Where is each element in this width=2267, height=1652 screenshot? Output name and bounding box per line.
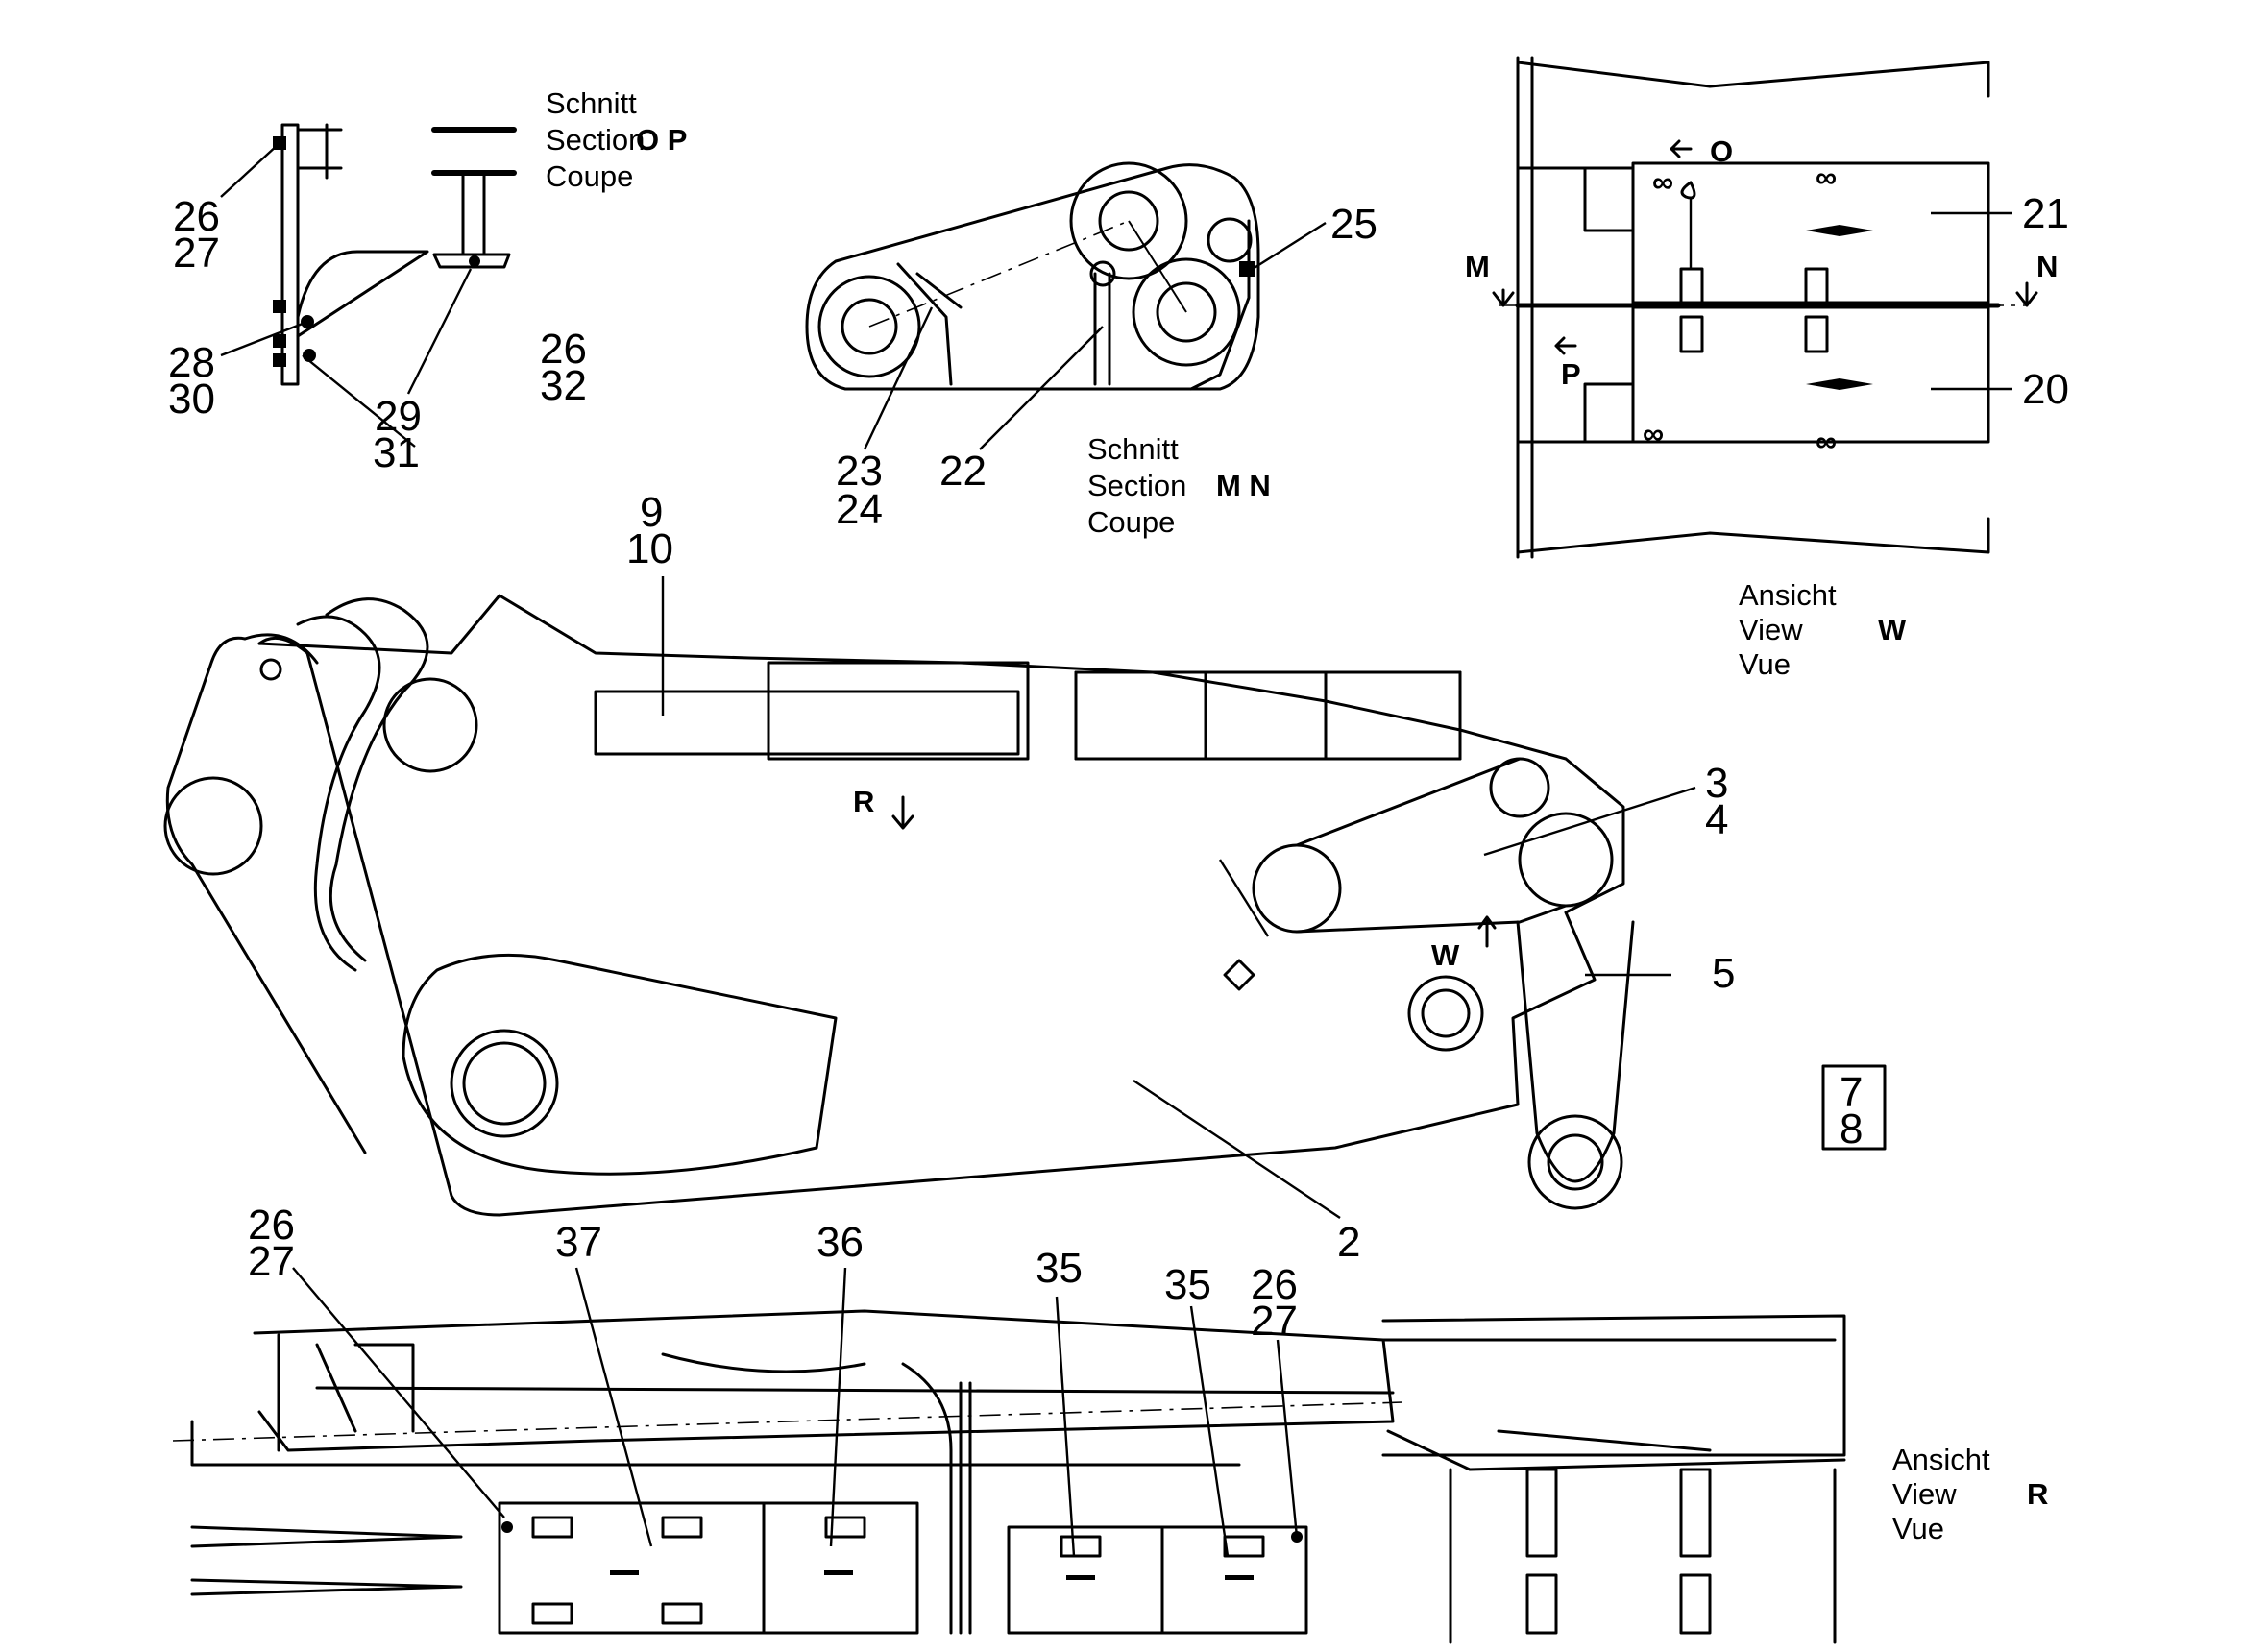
- section-mn-line-3: Coupe: [1087, 505, 1175, 539]
- page-index-top: 7: [1840, 1069, 1863, 1116]
- view-w-marker-p: P: [1561, 357, 1581, 391]
- view-w-line-2: View: [1739, 613, 1803, 646]
- view-w-marker-n: N: [2036, 250, 2058, 283]
- callout-24: 24: [836, 486, 883, 533]
- boom-main-view: [163, 576, 1696, 1219]
- view-w-id: W: [1878, 613, 1907, 646]
- callout-36: 36: [817, 1219, 864, 1266]
- callout-27: 27: [173, 230, 220, 277]
- section-mn-id: M N: [1216, 469, 1271, 502]
- view-r-callout-26-b: 26: [1251, 1261, 1298, 1308]
- callout-5: 5: [1712, 950, 1735, 997]
- section-op-line-3: Coupe: [546, 159, 633, 193]
- callout-20: 20: [2022, 366, 2069, 413]
- page-index-box: [1821, 1064, 1887, 1151]
- section-op-detail: [220, 123, 517, 448]
- callout-22: 22: [939, 448, 987, 495]
- view-w-marker-o: O: [1710, 134, 1733, 168]
- callout-26: 26: [173, 193, 220, 240]
- main-view-marker-r: R: [853, 785, 874, 818]
- view-r-line-2: View: [1892, 1477, 1957, 1511]
- callout-4: 4: [1705, 796, 1728, 843]
- callout-30: 30: [168, 376, 215, 423]
- view-w-detail: ∞ ∞ ∞ ∞: [1492, 56, 2038, 559]
- view-r-detail: [172, 1267, 1846, 1644]
- section-mn-line-1: Schnitt: [1087, 432, 1179, 466]
- view-r-callout-27: 27: [248, 1238, 295, 1285]
- page-index-bottom: 8: [1840, 1105, 1863, 1153]
- callout-31: 31: [373, 429, 420, 476]
- view-r-line-1: Ansicht: [1892, 1443, 1990, 1476]
- section-op-id: O P: [636, 123, 687, 157]
- view-w-clamp-3: ∞: [1643, 417, 1664, 450]
- section-op-line-1: Schnitt: [546, 86, 637, 120]
- callout-9: 9: [640, 489, 663, 536]
- callout-28: 28: [168, 339, 215, 386]
- callout-25: 25: [1330, 201, 1377, 248]
- view-r-line-3: Vue: [1892, 1512, 1944, 1545]
- callout-35: 35: [1036, 1245, 1083, 1292]
- callout-23: 23: [836, 448, 883, 495]
- callout-35-b: 35: [1164, 1261, 1211, 1308]
- callout-3: 3: [1705, 760, 1728, 807]
- view-r-id: R: [2027, 1477, 2048, 1511]
- callout-37: 37: [555, 1219, 602, 1266]
- main-view-marker-w: W: [1431, 938, 1460, 972]
- callout-29: 29: [375, 393, 422, 440]
- callout-26-b: 26: [540, 326, 587, 373]
- section-mn-line-2: Section: [1087, 469, 1186, 502]
- callout-21: 21: [2022, 190, 2069, 237]
- view-r-callout-27-b: 27: [1251, 1298, 1298, 1345]
- view-w-line-3: Vue: [1739, 647, 1791, 681]
- view-r-callout-26: 26: [248, 1202, 295, 1249]
- view-w-marker-m: M: [1465, 250, 1490, 283]
- view-w-clamp-1: ∞: [1652, 165, 1673, 199]
- section-op-line-2: Section: [546, 123, 645, 157]
- view-w-clamp-4: ∞: [1816, 425, 1837, 458]
- view-w-clamp-2: ∞: [1816, 160, 1837, 194]
- view-w-line-1: Ansicht: [1739, 578, 1837, 612]
- callout-10: 10: [626, 525, 673, 572]
- callout-32: 32: [540, 362, 587, 409]
- section-mn-detail: [805, 161, 1327, 450]
- callout-2: 2: [1337, 1219, 1360, 1266]
